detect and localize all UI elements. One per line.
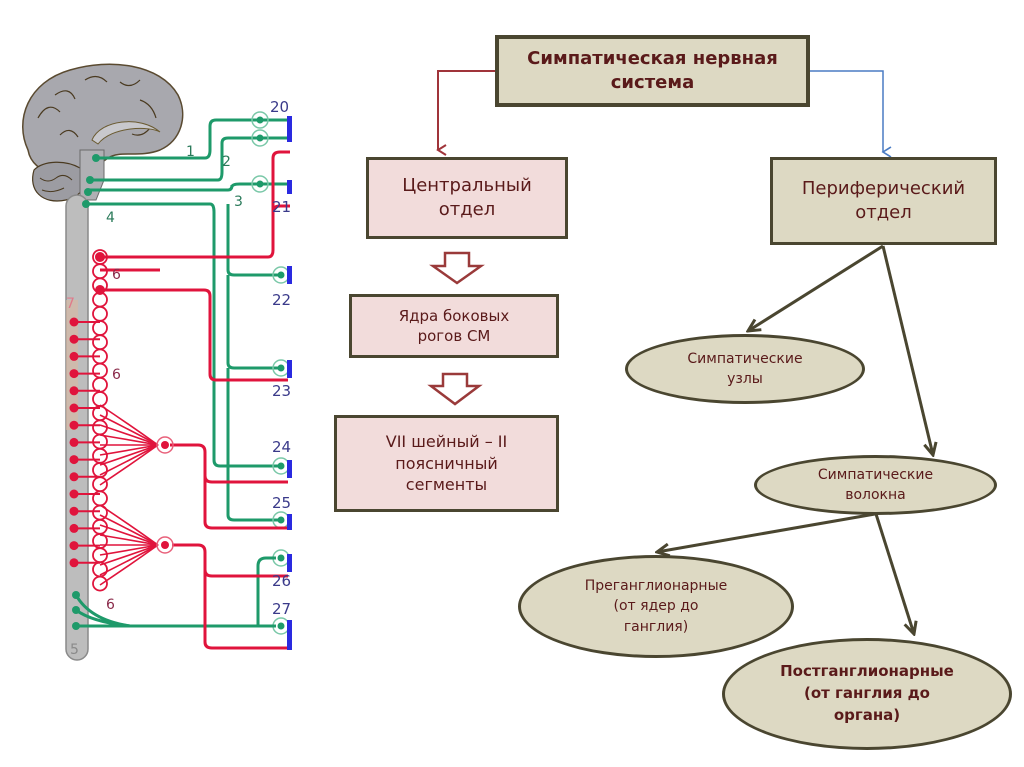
preganglionic-label: Преганглионарные (от ядер до ганглия) (584, 578, 728, 635)
peripheral-to-fibers-arrow (881, 245, 933, 455)
pathway-label-1: 1 (186, 144, 195, 160)
organ-label-26: 26 (272, 572, 291, 590)
segment-label-6b: 6 (112, 367, 121, 383)
organ-labels: 20 21 22 23 24 25 26 27 (270, 98, 291, 618)
sacral-pathways (74, 556, 276, 628)
brain-illustration (22, 63, 184, 202)
peripheral-division-box: Периферический отдел (770, 157, 997, 245)
fibers-label: Симпатические волокна (817, 466, 934, 503)
pathway-label-4: 4 (106, 210, 115, 226)
postganglionic-ellipse: Постганглионарные (от ганглия до органа) (722, 638, 1012, 750)
chain-ganglion (92, 547, 108, 564)
sympathetic-trunk (92, 249, 108, 592)
organ-label-25: 25 (272, 494, 291, 512)
nodes-label: Симпатические узлы (687, 350, 803, 387)
sympathetic-nodes-ellipse: Симпатические узлы (625, 334, 865, 404)
fan-fiber-lower (99, 524, 159, 546)
central-division-box: Центральный отдел (366, 157, 568, 239)
chain-ganglion (92, 305, 108, 322)
spinal-segments-box: VII шейный – II поясничный сегменты (334, 415, 559, 512)
cranial-nuclei (82, 154, 100, 208)
fan-fiber-upper (99, 434, 159, 446)
sympathetic-pathways (100, 150, 290, 650)
organ-label-24: 24 (272, 438, 291, 456)
fan-fiber-lower (99, 534, 159, 546)
fan-fiber-lower (99, 544, 159, 566)
fan-fiber-upper (99, 444, 159, 466)
pathway-label-3: 3 (234, 194, 243, 210)
fibers-to-pre-arrow (657, 512, 876, 552)
organ-label-27: 27 (272, 600, 291, 618)
segment-label-6a: 6 (112, 267, 121, 283)
fan-fiber-upper (99, 414, 159, 446)
chain-ganglion (92, 575, 108, 592)
pathway-label-2: 2 (222, 154, 231, 170)
fan-fiber-lower (99, 504, 159, 546)
fan-fiber-lower (99, 544, 159, 586)
fan-fiber-upper (99, 424, 159, 446)
chain-ganglion (92, 362, 108, 379)
peripheral-to-nodes-arrow (748, 244, 884, 331)
chain-ganglion (92, 376, 108, 393)
chain-ganglion (92, 447, 108, 464)
root-label: Симпатическая нервная система (527, 47, 778, 93)
fan-fiber-upper (99, 444, 159, 486)
segment-label-7: 7 (66, 296, 75, 312)
fan-fiber-upper (99, 404, 159, 446)
sympathetic-nervous-system-box: Симпатическая нервная система (495, 35, 810, 107)
segment-label-5: 5 (70, 642, 79, 658)
pathway-number-labels: 1 2 3 4 (106, 144, 243, 226)
sympathetic-fibers-ellipse: Симпатические волокна (754, 455, 997, 515)
organ-label-22: 22 (272, 291, 291, 309)
lateral-horn-nuclei-box: Ядра боковых рогов СМ (349, 294, 559, 358)
segments-label: VII шейный – II поясничный сегменты (385, 432, 508, 495)
postganglionic-label: Постганглионарные (от ганглия до органа) (780, 662, 954, 724)
anatomy-diagram: 1 2 3 4 6 6 6 7 5 20 21 22 23 24 25 26 2… (22, 63, 292, 661)
root-to-peripheral-arrow (810, 70, 892, 158)
cranial-pathways (86, 118, 290, 522)
sympathetic-fans (99, 404, 159, 586)
organ-label-21: 21 (272, 198, 291, 216)
chain-ganglion (92, 391, 108, 407)
fibers-to-post-arrow (874, 513, 914, 634)
segment-labels: 6 6 6 7 5 (66, 267, 121, 658)
nuclei-label: Ядра боковых рогов СМ (398, 306, 510, 345)
target-organs (287, 116, 292, 650)
chain-ganglion (92, 334, 108, 351)
chain-ganglion (92, 320, 108, 336)
prevertebral-ganglia (156, 436, 174, 554)
sympathetic-nuclei (69, 317, 100, 568)
central-label: Центральный отдел (402, 174, 532, 220)
nuclei-to-segments-arrow (427, 372, 483, 406)
peripheral-label: Периферический отдел (801, 177, 966, 223)
organ-label-23: 23 (272, 382, 291, 400)
segment-label-6c: 6 (106, 597, 115, 613)
root-to-central-arrow (436, 70, 495, 156)
preganglionic-ellipse: Преганглионарные (от ядер до ганглия) (518, 555, 794, 658)
central-to-nuclei-arrow (429, 251, 485, 285)
organ-label-20: 20 (270, 98, 289, 116)
fan-fiber-lower (99, 514, 159, 546)
